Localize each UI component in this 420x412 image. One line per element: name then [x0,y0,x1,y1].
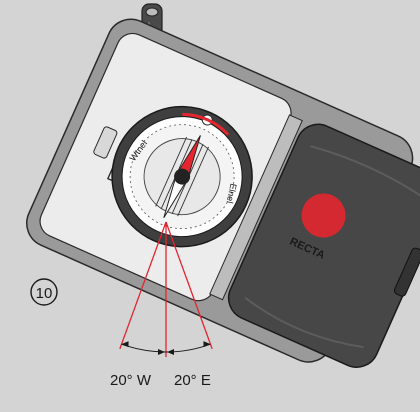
cover-latch [393,247,420,297]
declination-east-line [119,221,167,350]
step-number-badge: 10 [30,278,58,306]
arrow-right-icon [203,341,211,348]
compass-capsule: Wtnel Elnel [111,105,253,248]
step-number: 10 [36,285,53,302]
arrow-center-right-icon [167,349,174,355]
needle-pivot [174,168,191,185]
arrow-left-icon [121,341,129,348]
declination-arc [121,343,211,353]
arrow-center-left-icon [158,349,165,355]
east-declination-label: 20° E [174,372,211,389]
west-declination-label: 20° W [110,372,152,389]
declination-scale-east: Elnel [225,183,239,205]
compass-device: Wtnel Elnel RECTA [26,18,420,368]
cover-grip-lines [244,145,420,349]
declination-west-line [165,221,213,350]
lanyard-slot [93,126,118,159]
hinge [209,114,303,301]
declination-indicator: 20° W 20° E [110,221,213,389]
